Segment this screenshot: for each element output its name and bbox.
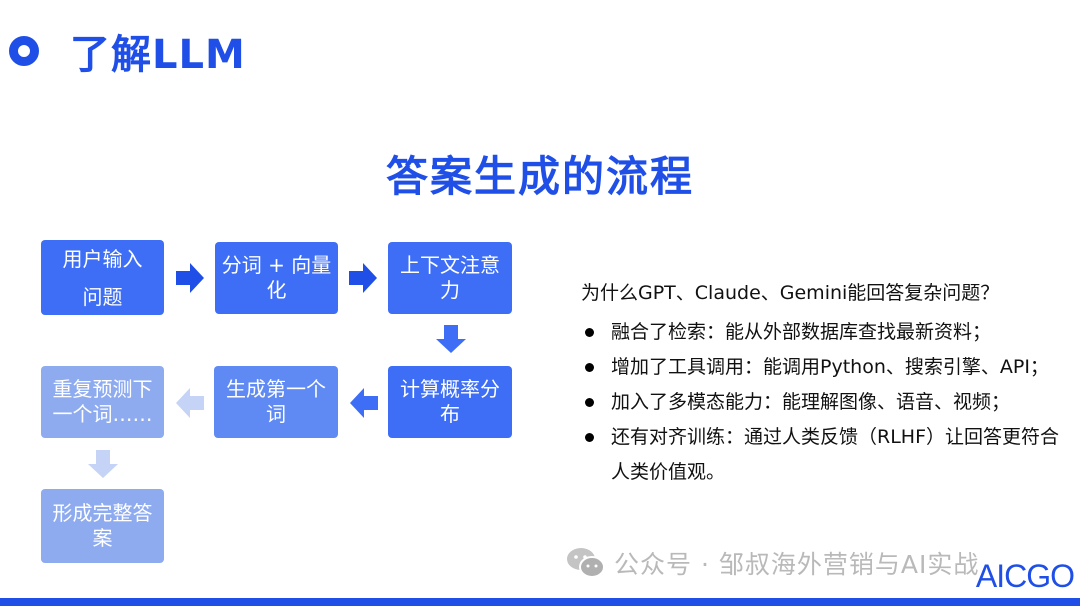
watermark: 公众号 · 邹叔海外营销与AI实战 — [566, 545, 979, 581]
flow-step-first-word: 生成第一个 词 — [214, 366, 338, 438]
info-panel: 为什么GPT、Claude、Gemini能回答复杂问题？ 融合了检索：能从外部数… — [581, 279, 1076, 490]
arrow-left-icon — [350, 388, 378, 418]
bullet-dot-icon — [585, 328, 594, 337]
arrow-down-icon — [88, 450, 118, 478]
bullet-item: 加入了多模态能力：能理解图像、语音、视频； — [581, 385, 1076, 420]
flow-step-tokenize-vectorize: 分词 + 向量 化 — [215, 242, 338, 314]
bottom-accent-bar — [0, 598, 1080, 606]
info-question: 为什么GPT、Claude、Gemini能回答复杂问题？ — [581, 282, 1000, 304]
flow-step-probability-distribution: 计算概率分 布 — [388, 366, 512, 438]
bullet-text: 增加了工具调用：能调用Python、搜索引擎、API； — [611, 356, 1049, 378]
brand-logo-text: AICGO — [975, 558, 1075, 594]
flow-step-repeat-prediction: 重复预测下 一个词…… — [41, 366, 164, 438]
flow-step-user-input: 用户输入 问题 — [41, 240, 164, 315]
arrow-down-icon — [436, 325, 466, 353]
flow-step-complete-answer: 形成完整答 案 — [41, 489, 164, 563]
bullet-dot-icon — [585, 363, 594, 372]
arrow-right-icon — [176, 263, 204, 293]
flow-heading: 答案生成的流程 — [385, 152, 694, 201]
bullet-dot-icon — [585, 433, 594, 442]
bullet-text: 加入了多模态能力：能理解图像、语音、视频； — [611, 391, 1011, 413]
flow-step-context-attention: 上下文注意 力 — [388, 242, 512, 314]
bullet-item: 增加了工具调用：能调用Python、搜索引擎、API； — [581, 350, 1076, 385]
arrow-right-icon — [349, 263, 377, 293]
arrow-left-icon — [176, 388, 204, 418]
title-ring-icon — [9, 36, 39, 66]
bullet-dot-icon — [585, 398, 594, 407]
bullet-text: 还有对齐训练：通过人类反馈（RLHF）让回答更符合人类价值观。 — [611, 426, 1060, 483]
bullet-text: 融合了检索：能从外部数据库查找最新资料； — [611, 321, 992, 343]
info-bullet-list: 融合了检索：能从外部数据库查找最新资料； 增加了工具调用：能调用Python、搜… — [581, 315, 1076, 490]
watermark-text: 公众号 · 邹叔海外营销与AI实战 — [614, 550, 980, 579]
bullet-item: 还有对齐训练：通过人类反馈（RLHF）让回答更符合人类价值观。 — [581, 420, 1076, 490]
bullet-item: 融合了检索：能从外部数据库查找最新资料； — [581, 315, 1076, 350]
page-title: 了解LLM — [70, 32, 246, 78]
wechat-icon — [567, 548, 605, 578]
